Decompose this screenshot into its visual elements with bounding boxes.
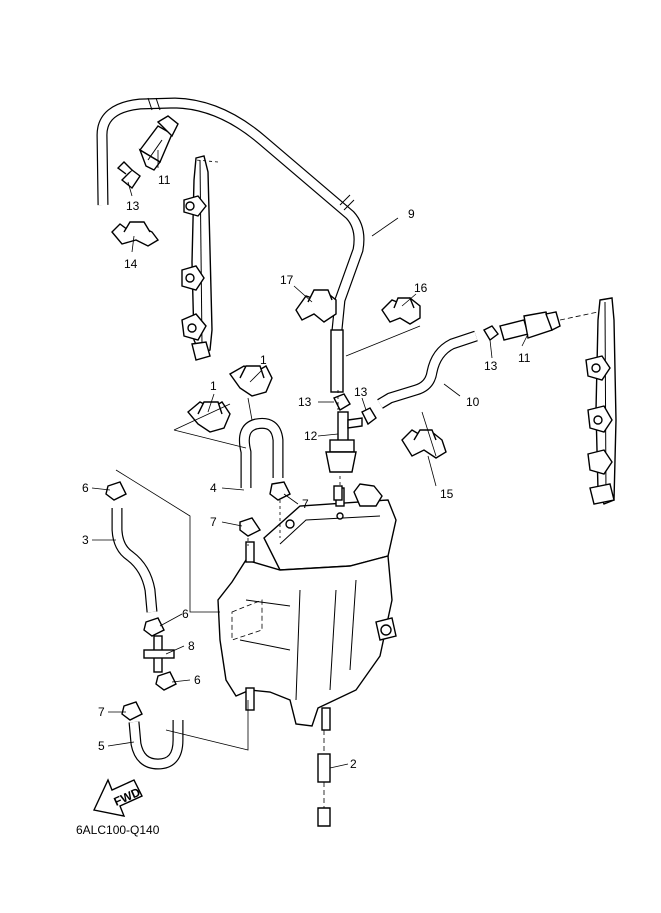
callout-13-small: 13 (354, 385, 368, 399)
callout-13-top: 13 (126, 199, 140, 213)
callouts: 11 13 14 9 17 16 13 11 1 1 13 13 10 12 1… (82, 173, 531, 771)
callout-14: 14 (124, 257, 138, 271)
fuel-hose-2 (317, 730, 331, 827)
clip-7-right (269, 481, 291, 501)
callout-7-lower: 7 (98, 705, 105, 719)
callout-10: 10 (466, 395, 480, 409)
callout-16: 16 (414, 281, 428, 295)
callout-15: 15 (440, 487, 454, 501)
fwd-arrow-icon: FWD (92, 778, 143, 817)
clamp-1-lower (187, 401, 231, 433)
clamp-17 (295, 289, 337, 323)
clip-6-top (105, 481, 127, 501)
vapor-separator-assembly (217, 483, 397, 731)
callout-11-right: 11 (518, 351, 531, 365)
callout-2: 2 (350, 757, 357, 771)
joint-8 (143, 635, 175, 673)
fuel-hose-10 (377, 330, 478, 409)
callout-1-lower: 1 (210, 379, 217, 393)
callout-4: 4 (210, 481, 217, 495)
clip-6-lower (155, 671, 177, 691)
callout-8: 8 (188, 639, 195, 653)
callout-7-mid: 7 (210, 515, 217, 529)
callout-9: 9 (408, 207, 415, 221)
diagram-code: 6ALC100-Q140 (76, 823, 160, 837)
fuel-hose-4 (238, 417, 284, 488)
callout-7-right: 7 (302, 497, 309, 511)
fuel-hose-9 (96, 97, 365, 393)
callout-13-right: 13 (484, 359, 498, 373)
fuel-rail-right (585, 297, 617, 505)
clip-13-small (361, 407, 377, 426)
clamp-16 (381, 297, 421, 325)
fuel-hose-5 (128, 720, 184, 770)
joint-fitting-12 (325, 411, 363, 473)
clip-7-mid (239, 517, 262, 537)
callout-11-top: 11 (158, 173, 171, 187)
callout-6-top: 6 (82, 481, 89, 495)
clamp-15 (401, 429, 447, 459)
clip-13-right (483, 325, 499, 342)
callout-17: 17 (280, 273, 294, 287)
callout-12: 12 (304, 429, 318, 443)
clip-13-center (333, 393, 351, 411)
callout-3: 3 (82, 533, 89, 547)
leader-lines (91, 150, 529, 769)
fuel-rail-left (181, 155, 213, 361)
joint-fitting-11-top (138, 115, 179, 171)
clip-13-top (116, 161, 141, 190)
fuel-hose-3 (111, 508, 158, 613)
callout-1-upper: 1 (260, 353, 267, 367)
clip-7-lower (121, 701, 143, 721)
callout-5: 5 (98, 739, 105, 753)
callout-6-lower: 6 (194, 673, 201, 687)
clamp-14 (111, 221, 160, 247)
callout-6-middle: 6 (182, 607, 189, 621)
joint-fitting-11-right (499, 311, 599, 341)
clip-6-middle (143, 617, 165, 637)
guide-lines (115, 159, 437, 751)
callout-13-center: 13 (298, 395, 312, 409)
